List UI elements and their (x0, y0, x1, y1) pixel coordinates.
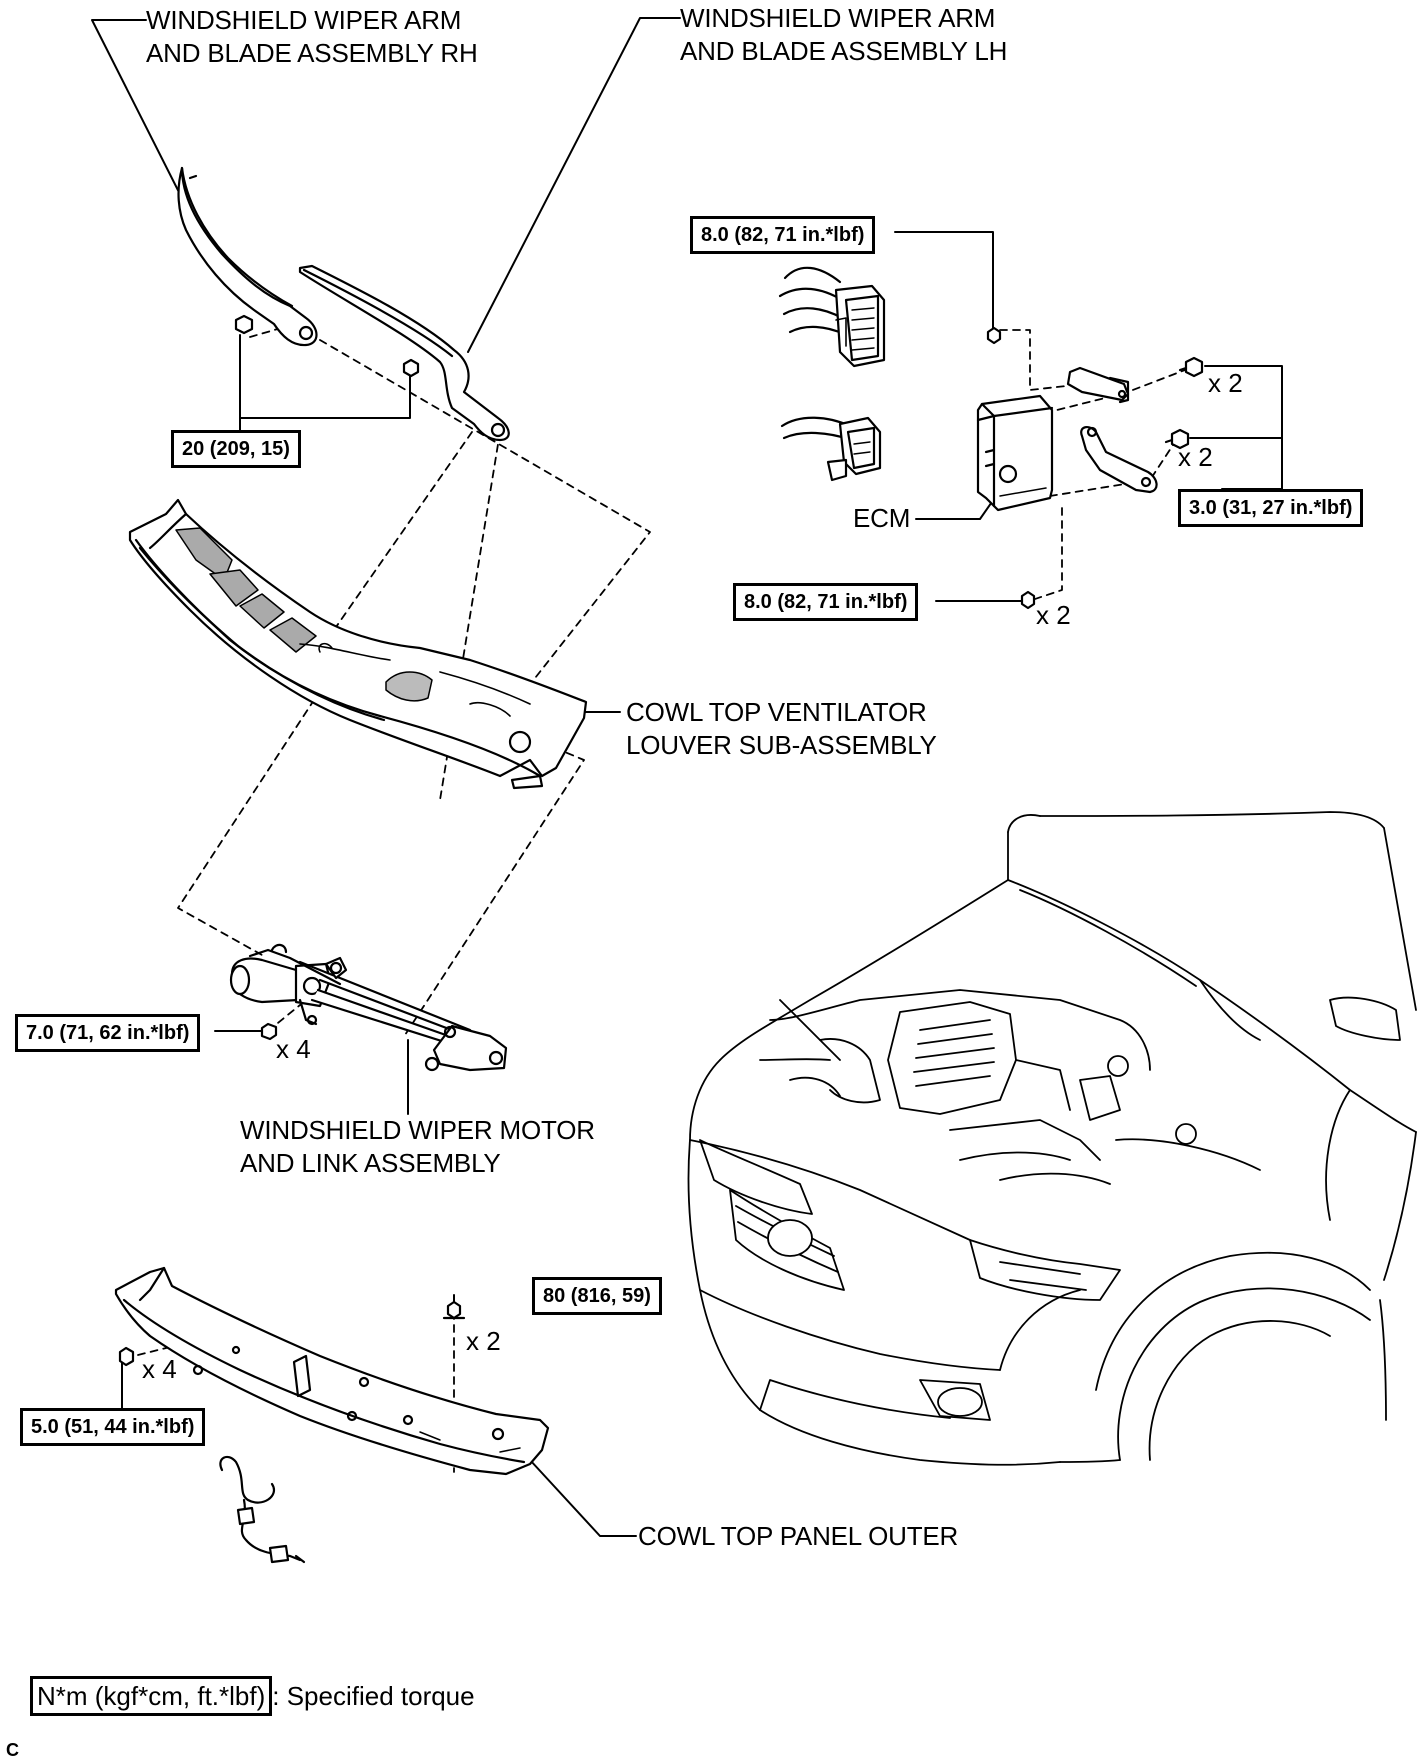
qty-panel-nut: x 2 (466, 1326, 501, 1356)
ecm-bracket-upper (1066, 366, 1130, 404)
label-wiper-arm-rh-line2: AND BLADE ASSEMBLY RH (146, 38, 478, 68)
qty-ecm-nut: x 2 (1036, 600, 1071, 630)
wiper-motor-and-link (229, 943, 508, 1072)
wiper-nuts (234, 314, 420, 378)
label-cowl-top-ventilator-louver: COWL TOP VENTILATOR LOUVER SUB-ASSEMBLY (626, 696, 937, 762)
vehicle-front-view (687, 811, 1417, 1466)
label-motor-line1: WINDSHIELD WIPER MOTOR (240, 1115, 595, 1145)
cowl-top-panel-outer (114, 1266, 550, 1476)
label-wiper-arm-lh: WINDSHIELD WIPER ARM AND BLADE ASSEMBLY … (680, 2, 1007, 68)
torque-ecm-nut-bottom: 8.0 (82, 71 in.*lbf) (733, 583, 919, 621)
torque-ecm-nut-top: 8.0 (82, 71 in.*lbf) (690, 216, 876, 254)
qty-ecm-bolt-upper: x 2 (1208, 368, 1243, 398)
label-cowl-top-panel-outer: COWL TOP PANEL OUTER (638, 1521, 959, 1551)
label-wiper-motor-and-link: WINDSHIELD WIPER MOTOR AND LINK ASSEMBLY (240, 1114, 595, 1180)
label-motor-line2: AND LINK ASSEMBLY (240, 1148, 501, 1178)
ecm-connector-upper (778, 266, 886, 368)
torque-ecm-bolts: 3.0 (31, 27 in.*lbf) (1178, 489, 1364, 527)
qty-panel-bolt: x 4 (142, 1354, 177, 1384)
wiper-arm-rh (177, 166, 318, 347)
ecm-connector-lower (780, 416, 882, 482)
ecm-fasteners (986, 326, 1204, 610)
label-wiper-arm-lh-line2: AND BLADE ASSEMBLY LH (680, 36, 1008, 66)
torque-motor-bolts: 7.0 (71, 62 in.*lbf) (15, 1014, 201, 1052)
label-wiper-arm-lh-line1: WINDSHIELD WIPER ARM (680, 3, 996, 33)
legend-suffix: : Specified torque (272, 1681, 475, 1711)
legend-unit-box: N*m (kgf*cm, ft.*lbf) (30, 1676, 273, 1716)
label-louver-line2: LOUVER SUB-ASSEMBLY (626, 730, 937, 760)
ecm-unit (976, 394, 1054, 512)
qty-ecm-bolt-lower: x 2 (1178, 442, 1213, 472)
label-wiper-arm-rh: WINDSHIELD WIPER ARM AND BLADE ASSEMBLY … (146, 4, 478, 70)
cowl-top-ventilator-louver (128, 498, 588, 790)
cowl-panel-fasteners (118, 1300, 466, 1367)
ecm-bracket-lower (1080, 426, 1158, 494)
wiper-arm-lh (298, 264, 510, 442)
torque-wiper-nut: 20 (209, 15) (171, 430, 301, 468)
qty-motor-bolt: x 4 (276, 1034, 311, 1064)
wire-harness (219, 1455, 306, 1564)
torque-panel-nut: 80 (816, 59) (532, 1277, 662, 1315)
label-wiper-arm-rh-line1: WINDSHIELD WIPER ARM (146, 5, 462, 35)
label-louver-line1: COWL TOP VENTILATOR (626, 697, 927, 727)
wiper-motor-bolt (260, 1022, 278, 1041)
corner-mark: C (6, 1740, 19, 1760)
torque-legend: N*m (kgf*cm, ft.*lbf): Specified torque (30, 1676, 475, 1716)
label-ecm: ECM (853, 503, 911, 533)
leader-lines (91, 17, 1283, 1537)
torque-panel-bolts: 5.0 (51, 44 in.*lbf) (20, 1408, 206, 1446)
